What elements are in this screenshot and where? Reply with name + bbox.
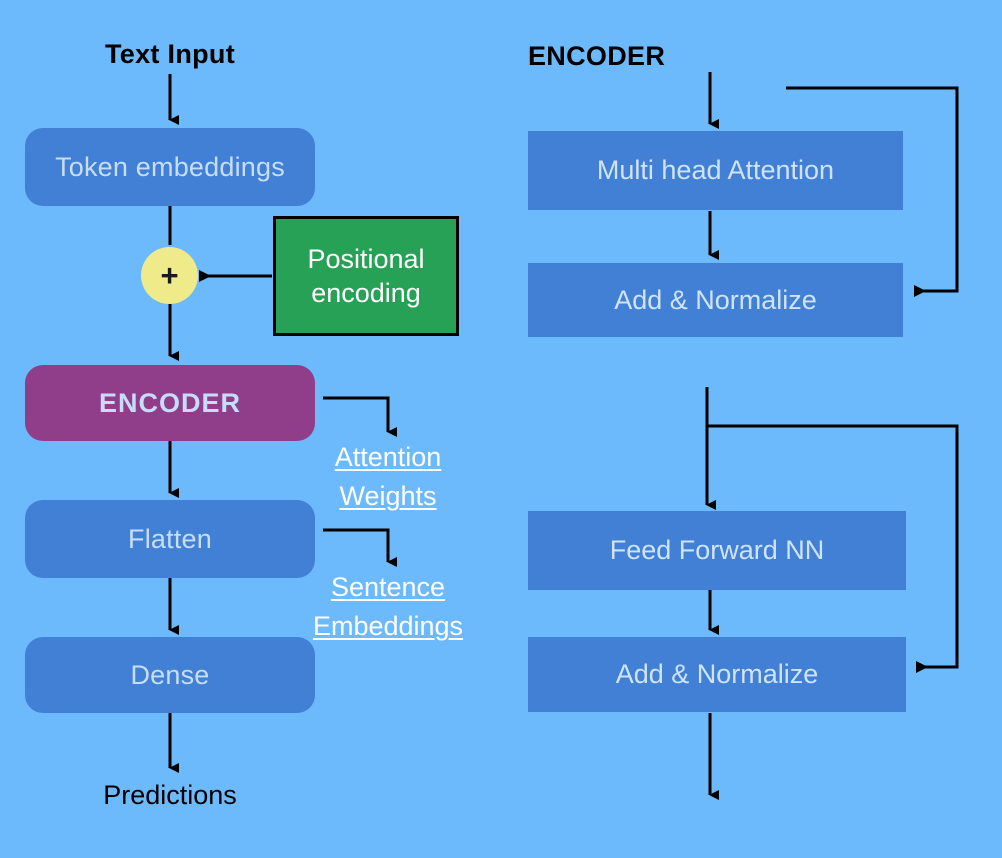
encoder-panel-heading: ENCODER [528,41,666,71]
add-operator-node[interactable]: + [141,247,198,304]
attention-weights-line1: Attention [334,442,442,472]
arrow-flatten-to-sentence [323,528,397,567]
node-dense[interactable]: Dense [25,637,315,713]
positional-encoding-line2: encoding [311,277,421,308]
attention-weights-line2: Weights [339,481,437,512]
node-encoder[interactable]: ENCODER [25,365,315,441]
predictions-label: Predictions [103,780,237,810]
node-feed-forward-nn[interactable]: Feed Forward NN [528,511,906,590]
text-input-label: Text Input [105,39,235,69]
arrow-encoder-to-attention [323,396,397,437]
annotation-attention-weights: Attention Weights [300,438,476,516]
node-positional-encoding[interactable]: Positional encoding [273,216,459,336]
positional-encoding-line1: Positional [307,244,425,274]
node-add-normalize-1[interactable]: Add & Normalize [528,263,903,337]
node-flatten[interactable]: Flatten [25,500,315,578]
sentence-embeddings-line2: Embeddings [312,611,464,642]
sentence-embeddings-line1: Sentence [330,572,446,602]
annotation-sentence-embeddings: Sentence Embeddings [300,568,476,646]
node-multi-head-attention[interactable]: Multi head Attention [528,131,903,210]
node-add-normalize-2[interactable]: Add & Normalize [528,637,906,712]
node-token-embeddings[interactable]: Token embeddings [25,128,315,206]
